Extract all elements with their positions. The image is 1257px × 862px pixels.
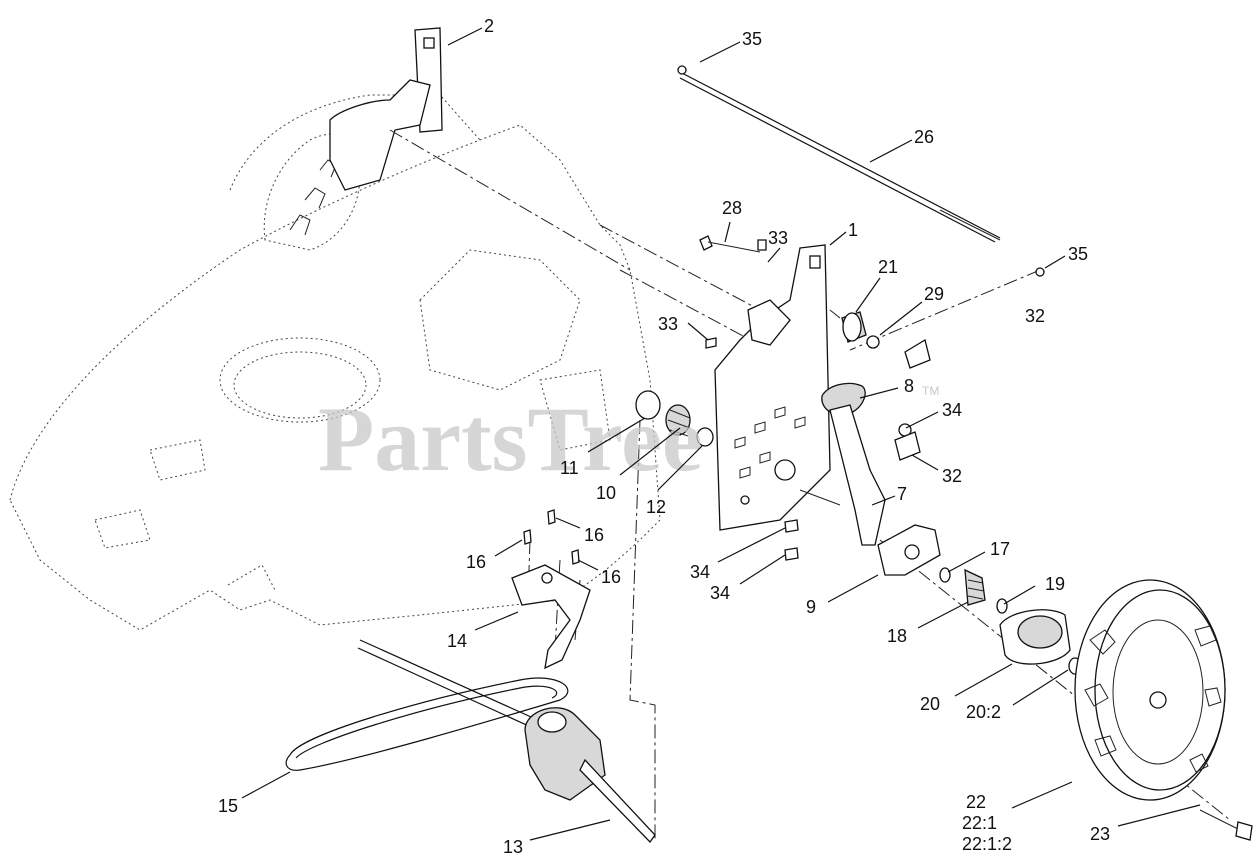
transmission xyxy=(524,707,656,844)
callout-34-b: 34 xyxy=(710,583,730,603)
callout-11: 11 xyxy=(560,458,579,478)
callout-21: 21 xyxy=(878,257,898,277)
height-adjust-plate xyxy=(714,244,831,531)
callout-35: 35 xyxy=(742,29,762,49)
watermark: PartsTree TM xyxy=(318,384,939,490)
fasteners-top xyxy=(699,235,767,349)
callout-32: 32 xyxy=(1025,306,1045,326)
fasteners-lower xyxy=(784,519,799,561)
callout-labels: 2 35 26 28 33 1 21 35 29 32 33 8 34 32 1… xyxy=(218,16,1110,857)
leader-lines xyxy=(241,27,1201,841)
callout-35-right: 35 xyxy=(1068,244,1088,264)
callout-1: 1 xyxy=(848,220,858,240)
rear-height-bracket xyxy=(329,27,443,191)
callout-20: 20 xyxy=(920,694,940,714)
callout-22-1-2: 22:1:2 xyxy=(962,834,1012,854)
callout-17: 17 xyxy=(990,539,1010,559)
callout-26: 26 xyxy=(914,127,934,147)
callout-10: 10 xyxy=(596,483,616,503)
transmission-bracket xyxy=(511,509,591,670)
callout-8: 8 xyxy=(904,376,914,396)
callout-16-top: 16 xyxy=(584,525,604,545)
callout-22-1: 22:1 xyxy=(962,813,997,833)
wheel-hub-group xyxy=(877,524,1008,614)
drive-belt xyxy=(285,639,569,771)
bushings xyxy=(635,390,714,447)
front-wheel xyxy=(1074,579,1226,801)
callout-33-left: 33 xyxy=(658,314,678,334)
callout-16-right: 16 xyxy=(601,567,621,587)
callout-15: 15 xyxy=(218,796,238,816)
height-adjust-rod xyxy=(677,65,1045,277)
callout-20-2: 20:2 xyxy=(966,702,1001,722)
watermark-tm: TM xyxy=(922,384,939,398)
callout-12: 12 xyxy=(646,497,666,517)
watermark-text: PartsTree xyxy=(318,388,703,490)
callout-33: 33 xyxy=(768,228,788,248)
callout-16-left: 16 xyxy=(466,552,486,572)
callout-19: 19 xyxy=(1045,574,1065,594)
callout-34: 34 xyxy=(942,400,962,420)
mower-deck xyxy=(9,94,661,631)
callout-2: 2 xyxy=(484,16,494,36)
callout-13: 13 xyxy=(503,837,523,857)
wheel-bolt xyxy=(1199,809,1253,841)
callout-7: 7 xyxy=(897,484,907,504)
callout-14: 14 xyxy=(447,631,467,651)
lever-parts xyxy=(821,382,921,461)
callout-28: 28 xyxy=(722,198,742,218)
callout-34-a: 34 xyxy=(690,562,710,582)
callout-29: 29 xyxy=(924,284,944,304)
callout-9: 9 xyxy=(806,597,816,617)
pivot-arm xyxy=(799,404,886,546)
spacer-and-nut xyxy=(829,309,931,369)
callout-23: 23 xyxy=(1090,824,1110,844)
callout-32-lower: 32 xyxy=(942,466,962,486)
callout-22: 22 xyxy=(966,792,986,812)
callout-18: 18 xyxy=(887,626,907,646)
drive-cup xyxy=(999,609,1082,675)
